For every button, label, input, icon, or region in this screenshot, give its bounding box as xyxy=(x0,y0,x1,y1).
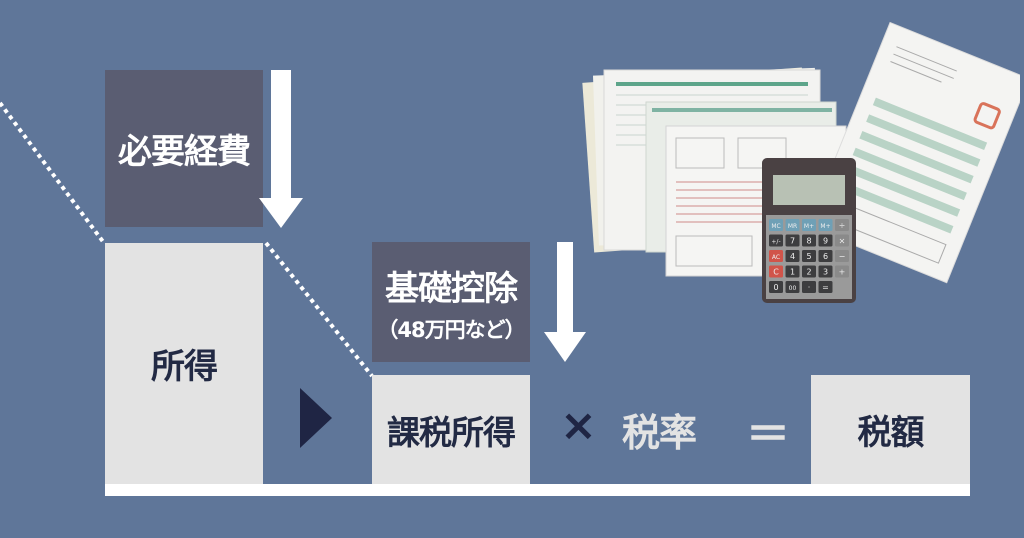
taxable-income-label: 課税所得 xyxy=(387,412,516,452)
deduction-box: 基礎控除 （48万円など） xyxy=(372,242,530,362)
calculator-key xyxy=(769,281,783,293)
calculator-key xyxy=(818,234,833,247)
calculator-key xyxy=(769,265,783,278)
calculator-key xyxy=(785,219,800,231)
calculator-key-label: 9 xyxy=(823,237,828,246)
taxable-income-box: 課税所得 xyxy=(372,375,530,484)
calculator-key xyxy=(785,234,800,247)
calculator-key xyxy=(802,219,816,231)
calculator-key xyxy=(802,265,816,278)
calculator-key-label: − xyxy=(839,252,846,261)
tax-form-document xyxy=(806,21,1020,284)
calculator-key xyxy=(835,234,849,247)
calculator-key xyxy=(835,265,849,278)
down-arrow-icon xyxy=(259,70,303,228)
calculator-key xyxy=(785,265,800,278)
calculator-key-label: AC xyxy=(772,254,780,261)
calculator-key-label: 4 xyxy=(790,252,795,261)
calculator-key-label: ÷ xyxy=(839,221,846,230)
baseline-bar xyxy=(105,484,970,496)
multiply-symbol: × xyxy=(560,400,597,451)
calculator-key xyxy=(802,250,816,262)
tax-amount-label: 税額 xyxy=(857,413,925,453)
calculator-key xyxy=(818,219,833,231)
calculator-key-label: + xyxy=(839,268,846,277)
right-triangle-icon xyxy=(300,388,332,448)
calculator-key-label: × xyxy=(839,237,846,246)
calculator-key-label: C xyxy=(773,268,779,277)
calculator-key-label: · xyxy=(808,283,811,292)
calculator-key xyxy=(818,265,833,278)
deduction-note: （48万円など） xyxy=(377,317,525,342)
calculator-key-label: +/- xyxy=(771,239,780,246)
calculator-key xyxy=(835,219,849,231)
calculator-key-label: 6 xyxy=(823,252,828,261)
calculator-key-label: MC xyxy=(771,223,780,230)
income-box: 所得 xyxy=(105,243,263,484)
calculator-key-label: = xyxy=(822,283,829,292)
calculator-key-label: 7 xyxy=(790,237,795,246)
dotted-line-middle xyxy=(264,241,374,378)
calculator-key xyxy=(785,250,800,262)
calculator-key xyxy=(802,281,816,293)
calculator-key-label: 8 xyxy=(806,237,811,246)
calculator-key xyxy=(785,281,800,293)
tax-amount-box: 税額 xyxy=(811,375,970,484)
equals-symbol: ＝ xyxy=(746,409,790,460)
down-arrow-icon xyxy=(544,242,586,362)
calculator-key-label: MR xyxy=(788,223,797,230)
income-label: 所得 xyxy=(151,347,218,387)
calculator-key xyxy=(769,250,783,262)
deduction-label: 基礎控除 xyxy=(385,268,518,309)
calculator-key-label: 00 xyxy=(789,285,797,292)
expenses-label: 必要経費 xyxy=(118,132,251,172)
calculator-key-label: 2 xyxy=(806,268,811,277)
expenses-box: 必要経費 xyxy=(105,70,263,227)
calculator-key xyxy=(818,250,833,262)
calculator-key-label: 1 xyxy=(790,268,795,277)
calculator-key-label: 5 xyxy=(806,252,811,261)
calculator-key xyxy=(802,234,816,247)
calculator-key-label: M+ xyxy=(804,223,814,230)
calculator-key-label: 0 xyxy=(773,283,778,292)
calculator-key-label: 3 xyxy=(823,268,828,277)
calculator-key-label: M+ xyxy=(820,223,830,230)
calculator-key xyxy=(818,281,833,293)
calculator-key xyxy=(769,219,783,231)
dotted-line-left xyxy=(0,101,106,245)
calculator-key xyxy=(835,250,849,262)
tax-rate-label: 税率 xyxy=(622,411,697,455)
calculator-key xyxy=(769,234,783,247)
